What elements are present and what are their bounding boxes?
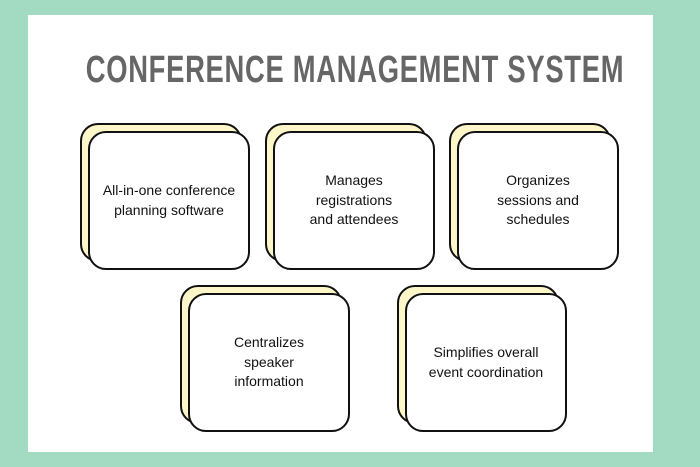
- card-face: Centralizes speaker information: [188, 293, 350, 432]
- card-text: Centralizes speaker information: [233, 334, 305, 390]
- feature-card: Manages registrations and attendees: [265, 123, 435, 270]
- card-text: Organizes sessions and schedules: [497, 172, 579, 228]
- card-face: Manages registrations and attendees: [273, 131, 435, 270]
- card-face: All-in-one conference planning software: [88, 131, 250, 270]
- card-face: Organizes sessions and schedules: [457, 131, 619, 270]
- feature-card: Simplifies overall event coordination: [397, 285, 567, 432]
- feature-card: Organizes sessions and schedules: [449, 123, 619, 270]
- card-face: Simplifies overall event coordination: [405, 293, 567, 432]
- page-title-text: CONFERENCE MANAGEMENT SYSTEM: [85, 48, 625, 91]
- page-title: CONFERENCE MANAGEMENT SYSTEM: [86, 49, 624, 91]
- card-text: All-in-one conference planning software: [102, 182, 236, 218]
- feature-card: Centralizes speaker information: [180, 285, 350, 432]
- card-text: Simplifies overall event coordination: [428, 344, 544, 380]
- feature-card: All-in-one conference planning software: [80, 123, 250, 270]
- card-text: Manages registrations and attendees: [309, 172, 399, 228]
